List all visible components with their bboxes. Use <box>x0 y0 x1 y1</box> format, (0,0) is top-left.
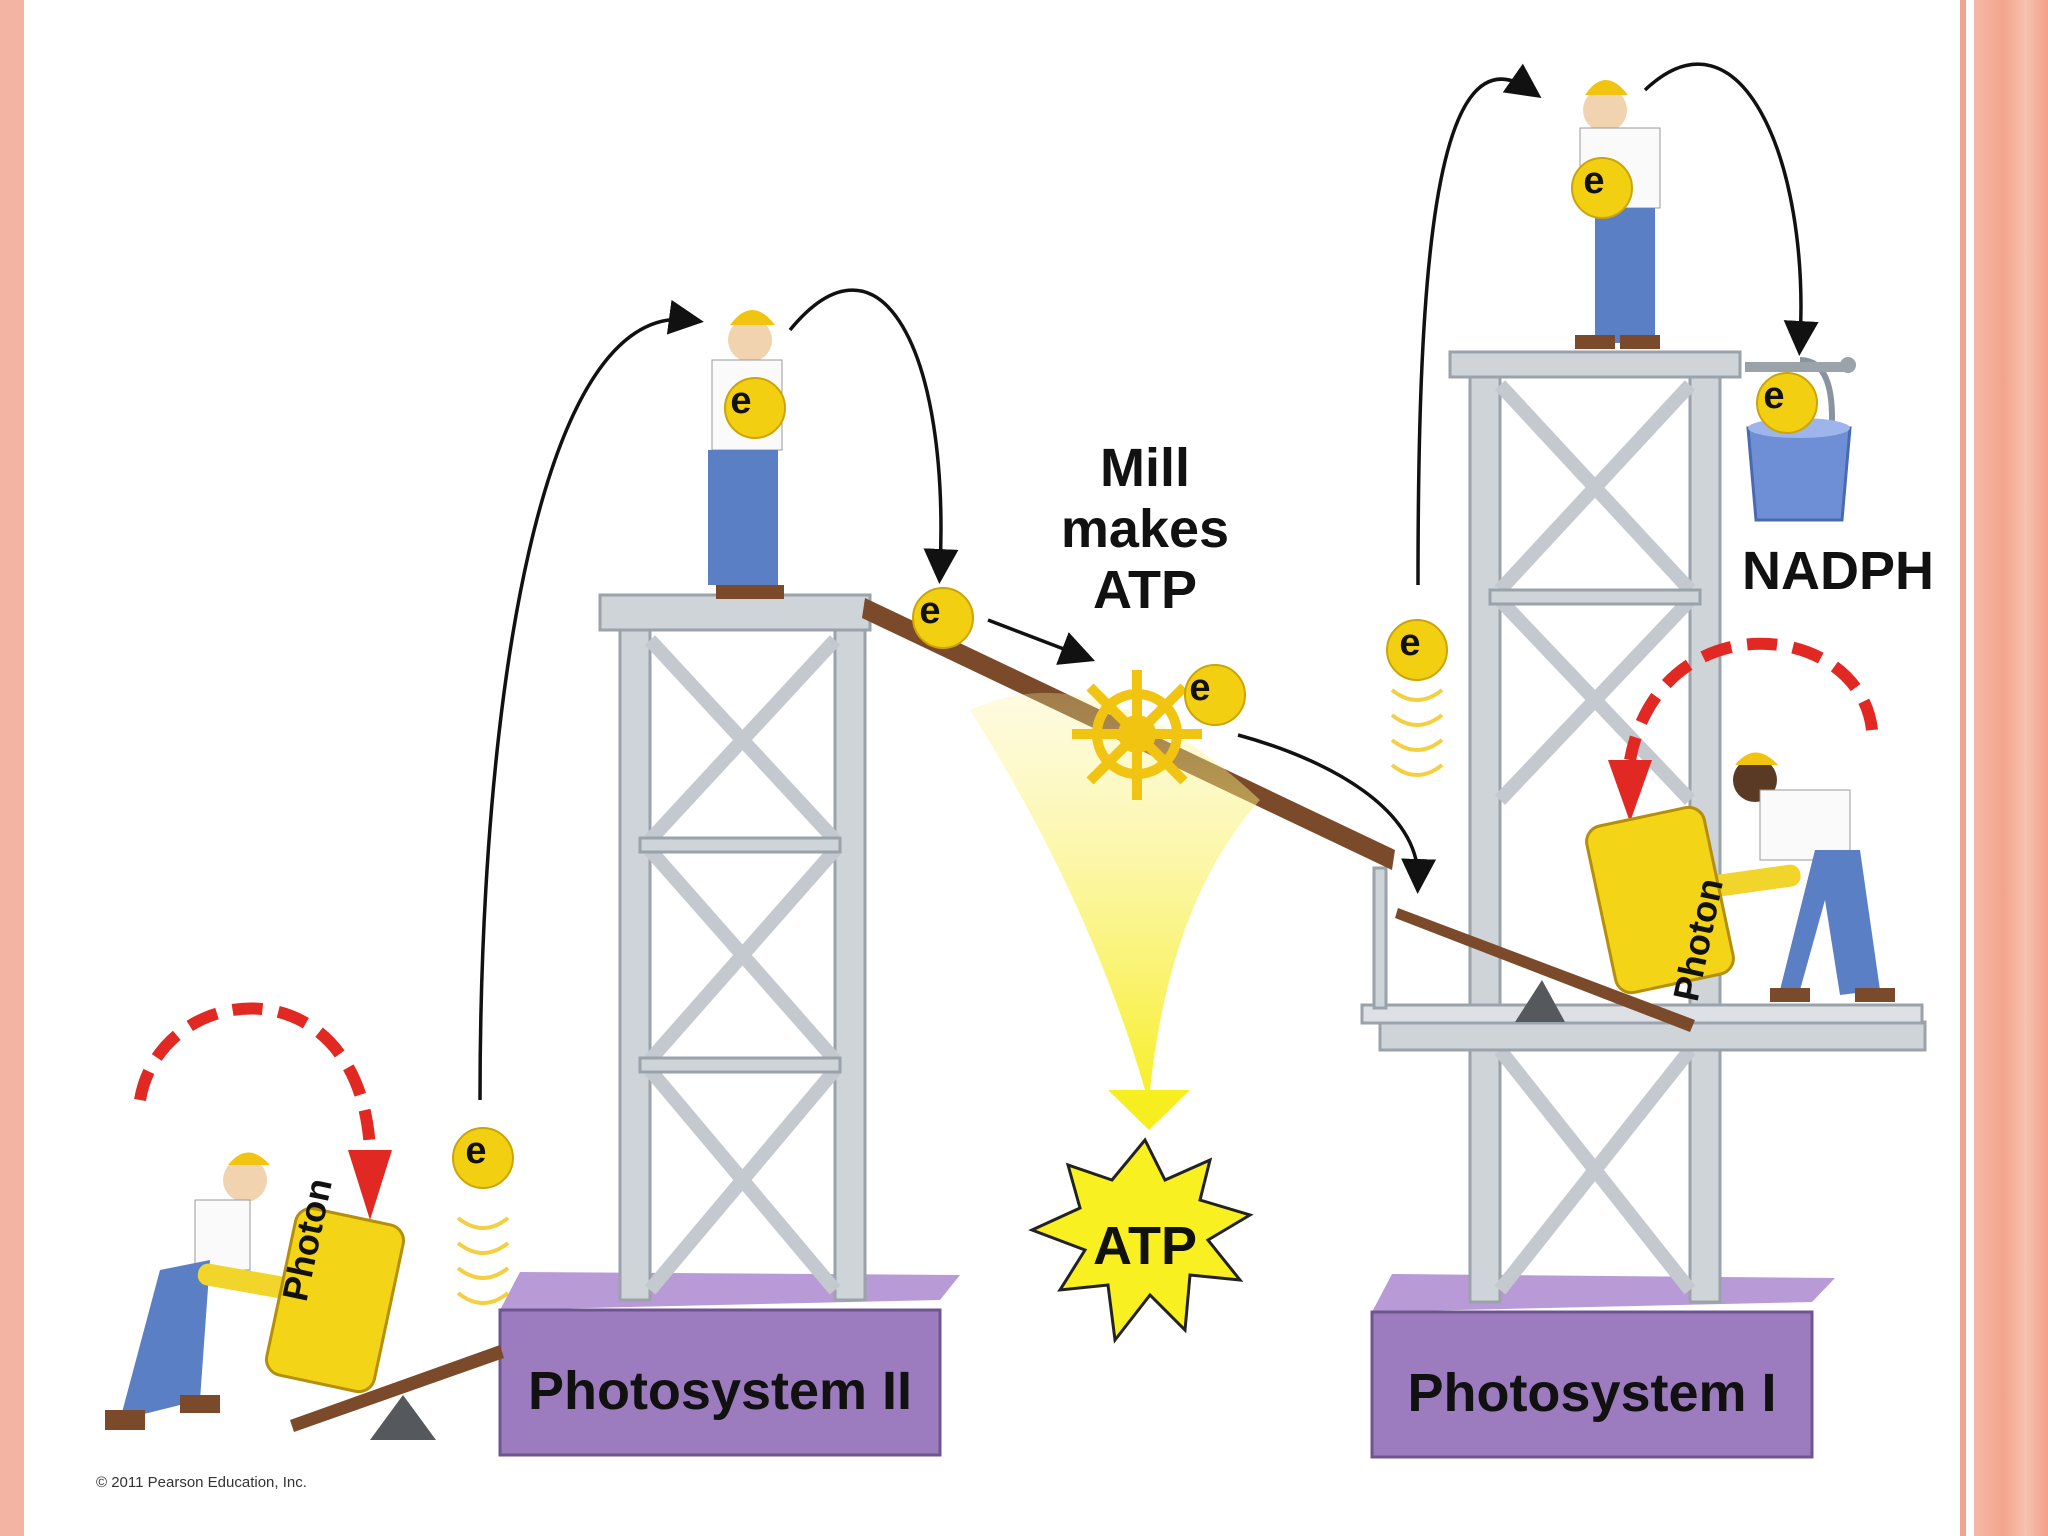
electron-label: e <box>1763 375 1785 417</box>
electron-wave-left <box>456 1216 510 1305</box>
copyright-text: © 2011 Pearson Education, Inc. <box>96 1474 307 1491</box>
electron-nadph <box>1756 372 1818 434</box>
electron-wave-right <box>1390 688 1444 777</box>
worker-photon-left <box>105 1152 270 1430</box>
mill-label: Mill makes ATP <box>1060 438 1230 620</box>
photosystem-2-platform <box>498 1272 960 1457</box>
worker-photon-right <box>1733 752 1895 1002</box>
seesaw-fulcrum-1 <box>1515 980 1565 1022</box>
electron-label: e <box>919 590 941 632</box>
tower-2 <box>598 593 872 1302</box>
electron-label: e <box>465 1130 487 1172</box>
electron-label: e <box>1189 667 1211 709</box>
left-border-decoration <box>0 0 24 1536</box>
atp-light-beam <box>970 692 1260 1090</box>
photosystem-2-label: Photosystem II <box>527 1361 913 1421</box>
nadph-label: NADPH <box>1741 541 1934 601</box>
electrons <box>452 157 1818 1189</box>
seesaw-ramp-1 <box>1395 908 1695 1032</box>
worker-tower-2 <box>708 310 784 599</box>
right-border-decoration <box>1960 0 2048 1536</box>
electron-label: e <box>1583 160 1605 202</box>
beam-arrowhead <box>1108 1090 1190 1130</box>
electron-tower-2 <box>724 377 786 439</box>
red-dashed-arrow-left <box>134 1002 376 1151</box>
electron-ramp <box>912 587 974 649</box>
electron-ps1 <box>1386 619 1448 681</box>
seesaw-ramp-2 <box>290 1345 504 1432</box>
seesaw-fulcrum-2 <box>370 1395 436 1440</box>
photosystem-1-label: Photosystem I <box>1407 1363 1777 1423</box>
atp-label: ATP <box>1093 1216 1197 1276</box>
electron-mill <box>1184 664 1246 726</box>
electron-start <box>452 1127 514 1189</box>
electron-label: e <box>1399 622 1421 664</box>
red-dashed-arrow-right <box>1624 637 1878 762</box>
atp-burst <box>1028 1137 1254 1344</box>
mill-wheel <box>1072 670 1202 800</box>
flow-arrows <box>478 62 1819 1101</box>
photon-hammer-left <box>197 1206 405 1394</box>
electron-label: e <box>730 380 752 422</box>
electron-tower-1 <box>1571 157 1633 219</box>
photon-hammer-right <box>1585 805 1801 995</box>
